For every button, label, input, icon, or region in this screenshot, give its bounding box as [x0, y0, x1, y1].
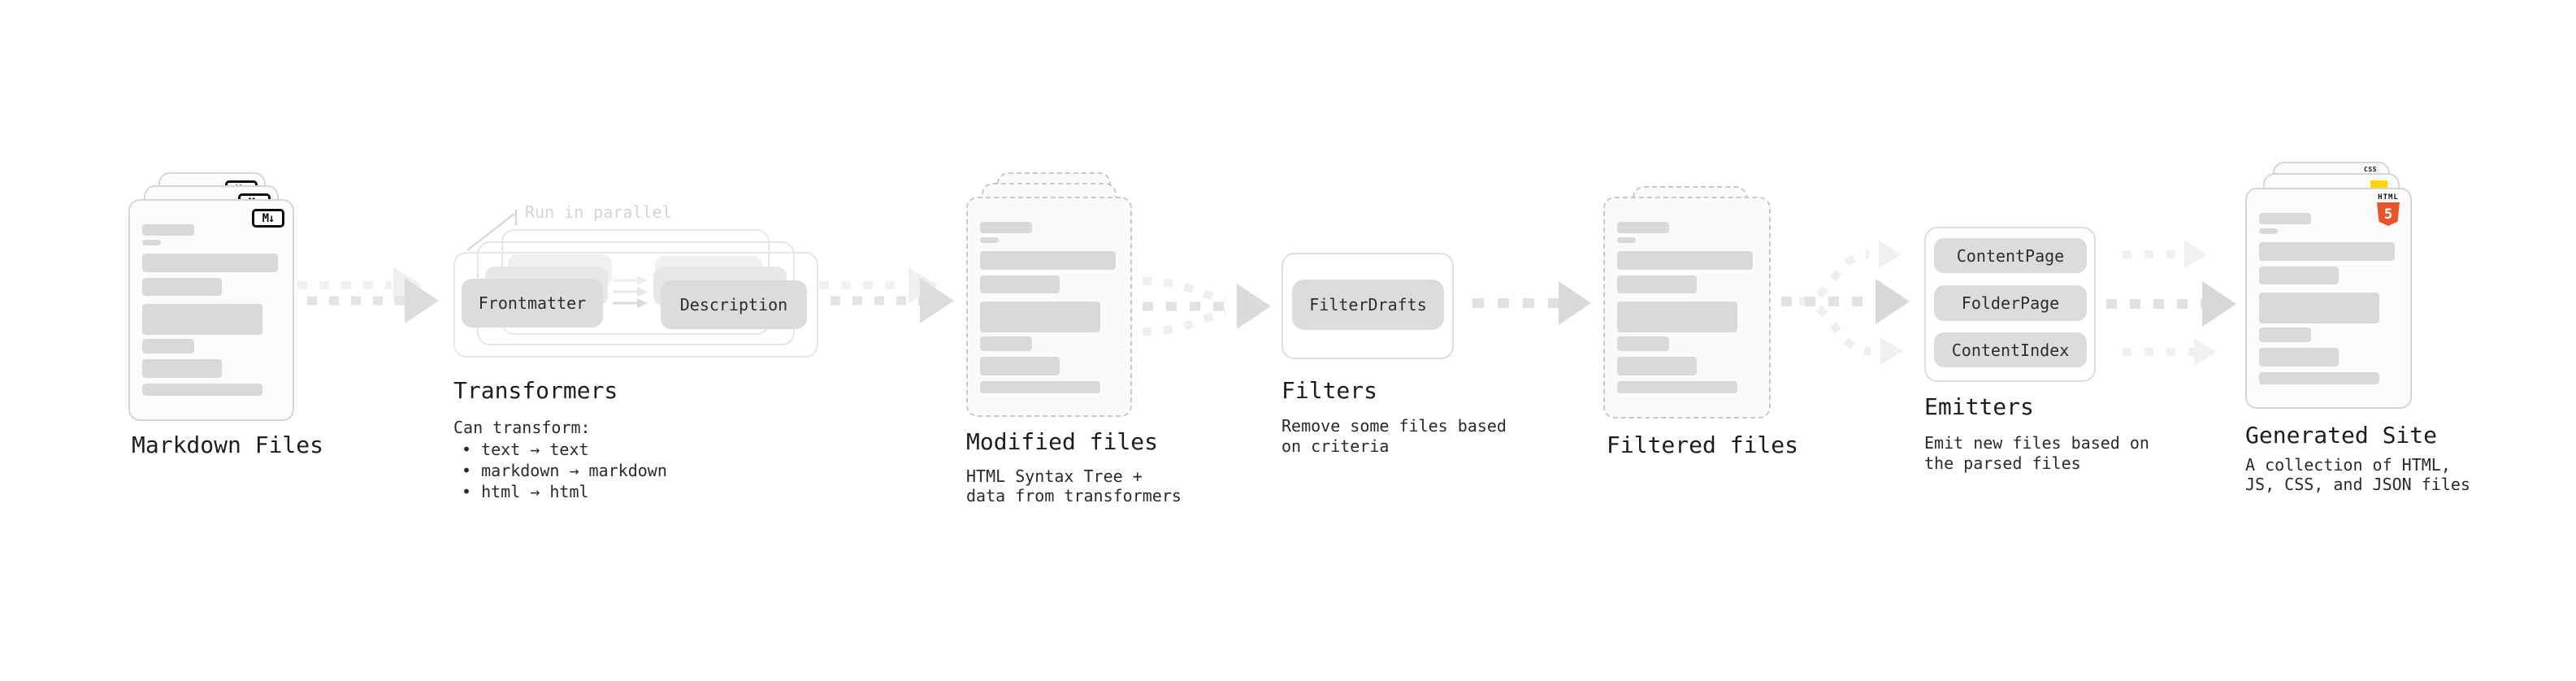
placeholder-bar	[980, 275, 1060, 293]
run-in-parallel-annotation: Run in parallel	[525, 202, 672, 222]
javascript-icon	[2370, 180, 2387, 189]
placeholder-bar	[142, 384, 262, 396]
arrow-emitters-to-generated	[2106, 241, 2236, 366]
filterdrafts-node: FilterDrafts	[1292, 280, 1444, 330]
placeholder-bar	[142, 254, 278, 272]
placeholder-bar	[142, 304, 262, 335]
placeholder-bar	[980, 301, 1100, 332]
placeholder-bar	[1617, 381, 1737, 393]
placeholder-bar	[2259, 213, 2311, 224]
placeholder-bar	[2259, 267, 2339, 284]
placeholder-bar	[980, 237, 999, 243]
run-in-parallel-leader-line	[466, 210, 518, 251]
transformers-description-heading: Can transform:	[453, 418, 591, 437]
document-placeholder-lines	[2245, 188, 2412, 409]
placeholder-bar	[1617, 357, 1697, 375]
placeholder-bar	[1617, 237, 1636, 243]
arrow-modified-to-filters	[1142, 277, 1271, 336]
placeholder-bar	[1617, 336, 1669, 351]
placeholder-bar	[2259, 327, 2311, 342]
placeholder-bar	[2259, 228, 2278, 234]
placeholder-bar	[980, 336, 1032, 351]
arrow-markdown-to-transformers	[297, 267, 439, 323]
placeholder-bar	[980, 381, 1100, 393]
description-node: Description	[661, 280, 807, 329]
capability-item: • text → text	[462, 440, 589, 459]
placeholder-bar	[142, 240, 161, 245]
filters-panel	[1281, 253, 1454, 359]
frontmatter-node: Frontmatter	[462, 279, 603, 327]
markdown-files-label: Markdown Files	[132, 432, 324, 458]
emitters-label: Emitters	[1924, 393, 2034, 420]
markdown-icon: M↓	[252, 209, 284, 228]
contentpage-node: ContentPage	[1934, 238, 2087, 273]
placeholder-bar	[142, 359, 222, 378]
transformer-run-box-front	[453, 252, 818, 358]
placeholder-bar	[980, 222, 1032, 233]
placeholder-bar	[980, 251, 1116, 270]
document-placeholder-lines	[128, 199, 294, 421]
generated-site-description: A collection of HTML, JS, CSS, and JSON …	[2245, 455, 2470, 494]
placeholder-bar	[1617, 275, 1697, 293]
html5-icon: HTML 5	[2374, 193, 2402, 226]
placeholder-bar	[2259, 372, 2379, 384]
capability-item: • markdown → markdown	[462, 461, 667, 480]
generated-site-label: Generated Site	[2245, 422, 2438, 449]
placeholder-bar	[1617, 301, 1737, 332]
placeholder-bar	[980, 357, 1060, 375]
emitters-panel	[1924, 227, 2096, 382]
contentindex-node: ContentIndex	[1934, 332, 2087, 367]
capability-item: • html → html	[462, 482, 589, 501]
arrow-filters-to-filtered	[1472, 281, 1591, 325]
emitters-description: Emit new files based on the parsed files	[1924, 433, 2149, 473]
placeholder-bar	[142, 278, 222, 296]
placeholder-bar	[2259, 348, 2339, 367]
arrow-filtered-to-emitters	[1781, 241, 1910, 365]
placeholder-bar	[2259, 293, 2379, 323]
filters-label: Filters	[1281, 377, 1378, 404]
modified-files-label: Modified files	[966, 428, 1159, 455]
filters-description: Remove some files based on criteria	[1281, 416, 1507, 456]
document-placeholder-lines	[1603, 197, 1771, 419]
placeholder-bar	[142, 224, 194, 236]
placeholder-bar	[142, 339, 194, 354]
arrow-transformers-to-modified	[819, 267, 954, 323]
placeholder-bar	[2259, 242, 2395, 261]
transformers-label: Transformers	[453, 377, 618, 404]
transformer-parallel-arrows	[613, 275, 648, 308]
placeholder-bar	[1617, 222, 1669, 233]
transformers-capabilities-list: • text → text • markdown → markdown • ht…	[462, 439, 667, 502]
folderpage-node: FolderPage	[1934, 285, 2087, 321]
modified-files-description: HTML Syntax Tree + data from transformer…	[966, 466, 1182, 505]
filtered-files-label: Filtered files	[1607, 432, 1799, 458]
placeholder-bar	[1617, 251, 1753, 270]
document-placeholder-lines	[966, 197, 1132, 417]
